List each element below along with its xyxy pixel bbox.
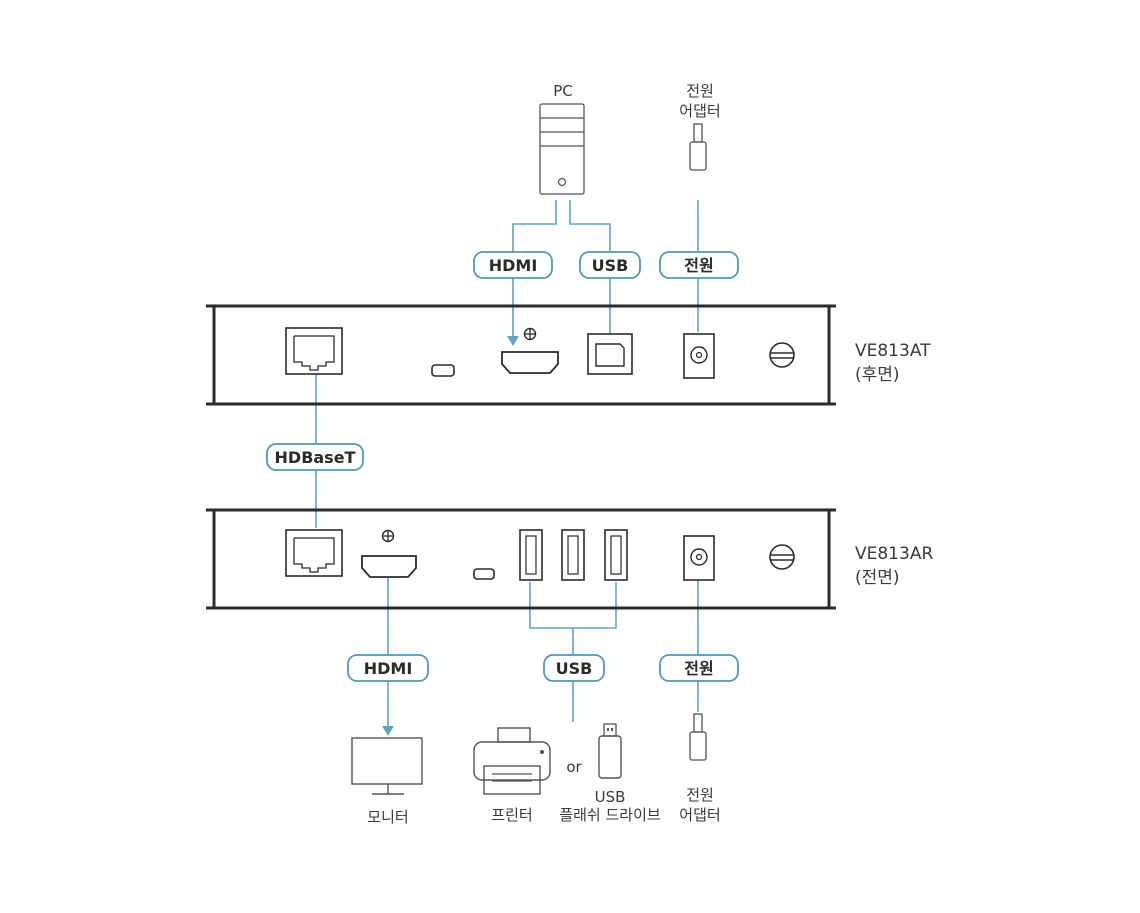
transmitter-model: VE813AT [855, 341, 931, 361]
top-usb-tag: USB [579, 251, 641, 279]
ground-icon [769, 544, 795, 570]
micro-usb-port-icon [431, 364, 455, 377]
usb-a-port-icon [561, 529, 585, 581]
svg-text:HDBaseT: HDBaseT [275, 448, 356, 467]
monitor-label: 모니터 [367, 808, 408, 826]
top-adapter-label-1: 전원 [686, 82, 714, 100]
dc-jack-icon [683, 333, 715, 379]
screw-icon [381, 529, 395, 543]
usb-drive-label-2: 플래쉬 드라이브 [559, 806, 661, 824]
usb-b-port-icon [587, 333, 633, 375]
usb-a-port-icon [519, 529, 543, 581]
pc-usb-cable [569, 200, 611, 334]
top-hdmi-tag: HDMI [473, 251, 553, 279]
ground-icon [769, 342, 795, 368]
top-adapter-label-2: 어댑터 [679, 102, 720, 120]
pc-icon [539, 103, 585, 195]
hdmi-in-port-icon [501, 351, 559, 374]
micro-usb-port-icon [473, 568, 495, 580]
or-label: or [566, 758, 582, 776]
rj45-port-icon [285, 529, 343, 577]
power-plug-icon [689, 123, 707, 171]
bottom-usb-tag: USB [543, 654, 605, 682]
top-power-tag: 전원 [659, 251, 739, 279]
bottom-power-tag: 전원 [659, 654, 739, 682]
receiver-model: VE813AR [855, 544, 933, 564]
usb-drive-label-1: USB [595, 788, 626, 806]
transmitter-side: (후면) [855, 365, 900, 385]
receiver-unit [206, 508, 836, 610]
printer-label: 프린터 [491, 806, 532, 824]
transmitter-unit [206, 304, 836, 406]
svg-text:HDMI: HDMI [364, 659, 413, 678]
power-plug-icon [689, 713, 707, 761]
hdmi-out-port-icon [361, 555, 417, 578]
printer-icon [473, 727, 551, 795]
bottom-hdmi-tag: HDMI [347, 654, 429, 682]
hdbaset-tag: HDBaseT [266, 443, 364, 471]
monitor-arrow-icon [382, 726, 394, 736]
usb-a-port-icon [604, 529, 628, 581]
svg-text:USB: USB [556, 659, 593, 678]
svg-text:HDMI: HDMI [489, 256, 538, 275]
rj45-port-icon [285, 327, 343, 375]
svg-text:전원: 전원 [684, 256, 713, 275]
receiver-side: (전면) [855, 568, 900, 588]
svg-text:USB: USB [592, 256, 629, 275]
bottom-wires [382, 578, 699, 736]
bottom-adapter-label-1: 전원 [686, 786, 714, 804]
usb-flash-drive-icon [598, 723, 622, 779]
usb-hub-cable [529, 582, 617, 629]
screw-icon [523, 327, 537, 341]
pc-label: PC [553, 82, 573, 100]
hdmi-arrow-icon [507, 336, 519, 346]
pc-hdmi-cable [512, 200, 557, 338]
svg-text:전원: 전원 [684, 659, 713, 678]
dc-jack-icon [683, 535, 715, 581]
bottom-adapter-label-2: 어댑터 [679, 806, 720, 824]
monitor-icon [351, 737, 423, 795]
